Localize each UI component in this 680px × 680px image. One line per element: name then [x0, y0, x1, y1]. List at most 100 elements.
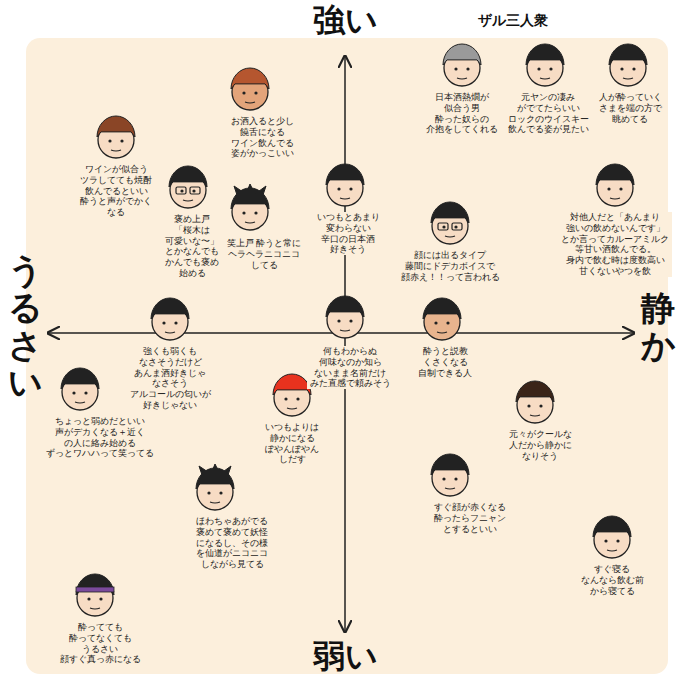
- character-face: [231, 68, 269, 110]
- eye: [454, 225, 457, 228]
- character-note: 元々がクールな 人だから静かに なりそう: [506, 429, 575, 461]
- mouth: [111, 150, 121, 151]
- mouth: [340, 198, 350, 199]
- eye: [337, 319, 340, 322]
- eye: [108, 139, 111, 142]
- character-note: 酔ってても 酔ってなくても うるさい 顔すぐ真っ赤になる: [57, 622, 144, 665]
- character-face: [97, 116, 135, 158]
- mouth: [75, 402, 85, 403]
- character-face: [196, 464, 234, 510]
- eye: [254, 211, 257, 214]
- mouth: [183, 200, 193, 201]
- hair: [97, 116, 135, 137]
- vertical-axis: [344, 56, 346, 632]
- eye: [466, 67, 469, 70]
- hair: [326, 164, 364, 185]
- eye: [162, 321, 165, 324]
- character-note: ちょっと弱めだといい 声がデカくなる＋近く の人に絡み始める ずっとワハハって笑…: [43, 416, 157, 459]
- character-note: ほわちゃあがでる 褒めて褒めて妖怪 になるし、その様 を仙道がニコニコ しながら…: [193, 516, 271, 570]
- character-face: [431, 454, 469, 496]
- mouth: [245, 222, 255, 223]
- character-note: お酒入ると少し 饒舌になる ワイン飲んでる 姿がかっこいい: [228, 116, 297, 159]
- glasses: [452, 223, 462, 230]
- character-face: [326, 164, 364, 206]
- character-note: 人が酔っていく さまを端の方で 眺めてる: [596, 92, 665, 124]
- character-note: すぐ顔が赤くなる 酔ったらフニャン とするといい: [431, 502, 509, 534]
- character-face: [273, 374, 311, 416]
- eye: [454, 67, 457, 70]
- hair: [431, 202, 469, 223]
- eye: [446, 321, 449, 324]
- mouth: [245, 102, 255, 103]
- eye: [632, 67, 635, 70]
- eye: [349, 187, 352, 190]
- hair: [61, 368, 99, 389]
- headband: [76, 587, 114, 592]
- eye: [604, 539, 607, 542]
- character-note: 日本酒熱燗が 似合う男 酔った奴らの 介抱をしてくれる: [423, 92, 501, 135]
- eye: [242, 211, 245, 214]
- mouth: [445, 488, 455, 489]
- eye: [620, 67, 623, 70]
- character-note: いつもとあまり 変わらない 辛口の日本酒 好きそう: [314, 212, 383, 255]
- eye: [337, 187, 340, 190]
- mouth: [445, 236, 455, 237]
- character-face: [609, 44, 647, 86]
- mouth: [530, 415, 540, 416]
- eye: [442, 225, 445, 228]
- eye: [174, 321, 177, 324]
- group-label: ザル三人衆: [478, 12, 548, 30]
- eye: [120, 139, 123, 142]
- character-note: いつもよりは 静かになる ぽやんぽやん しだす: [262, 422, 322, 465]
- eye: [84, 391, 87, 394]
- eye: [607, 187, 610, 190]
- hair: [76, 574, 114, 595]
- hair: [151, 298, 189, 319]
- character-note: 褒め上戸 「桜木は 可愛いな〜」 とかなんでも かんでも褒め 始める: [162, 214, 222, 279]
- character-face: [61, 368, 99, 410]
- hair: [431, 454, 469, 475]
- hair: [609, 44, 647, 65]
- character-face: [76, 574, 114, 616]
- character-note: 酔うと説教 くさくなる 自制できる人: [415, 346, 475, 378]
- character-note: ワインが似合う ツラしてても焼酎 飲んでるといい 酔うと声がでかく なる: [77, 164, 155, 218]
- eye: [549, 67, 552, 70]
- character-face: [516, 381, 554, 423]
- hair: [423, 298, 461, 319]
- character-note: 元ヤンの凄み がでてたらいい ロックのウイスキー 飲んでる姿が見たい: [505, 92, 592, 135]
- mouth: [340, 330, 350, 331]
- hair: [516, 381, 554, 402]
- character-note: 顔には出るタイプ 藤間にドデカボイスで 顔赤え！！って言われる: [398, 250, 503, 282]
- glasses: [190, 187, 200, 194]
- axis-label: うるさい: [8, 252, 42, 402]
- eye: [616, 539, 619, 542]
- character-face: [169, 166, 207, 208]
- eye: [242, 91, 245, 94]
- eye: [99, 597, 102, 600]
- hair: [196, 464, 234, 489]
- character-face: [596, 164, 634, 206]
- mouth: [610, 198, 620, 199]
- axis-label: 強い: [313, 2, 378, 39]
- glasses: [176, 187, 186, 194]
- mouth: [623, 78, 633, 79]
- eye: [434, 321, 437, 324]
- mouth: [165, 332, 175, 333]
- eye: [192, 189, 195, 192]
- character-note: 対他人だと「あんまり 強いの飲めないんです」 とか言ってカルーアミルク 等甘い酒…: [558, 212, 672, 277]
- character-face: [423, 298, 461, 340]
- eye: [180, 189, 183, 192]
- eye: [72, 391, 75, 394]
- hair: [231, 184, 269, 209]
- axis-label: 弱い: [313, 638, 378, 675]
- hair: [273, 374, 311, 395]
- eye: [87, 597, 90, 600]
- hair: [326, 296, 364, 317]
- eye: [349, 319, 352, 322]
- character-face: [593, 516, 631, 558]
- eye: [539, 404, 542, 407]
- glasses: [438, 223, 448, 230]
- eye: [296, 397, 299, 400]
